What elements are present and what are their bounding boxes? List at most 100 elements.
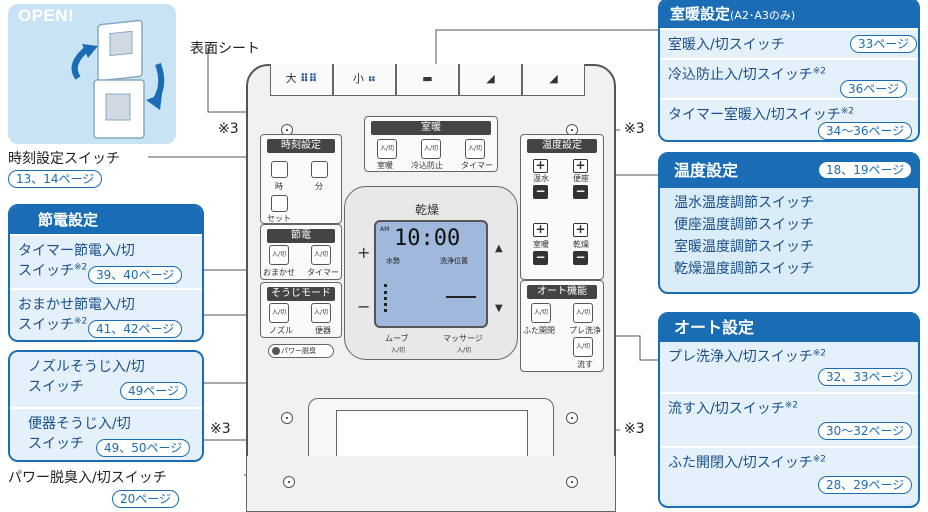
note3-label: ※3 bbox=[218, 121, 239, 137]
move-button[interactable]: ムーブ bbox=[385, 334, 409, 343]
auto-item: プレ洗浄入/切スイッチ※2 32、33ページ bbox=[660, 342, 918, 392]
timer-save-label: タイマー bbox=[307, 268, 339, 277]
seat-up-button[interactable]: + bbox=[573, 159, 588, 173]
clock-switch-pages[interactable]: 13、14ページ bbox=[8, 170, 103, 188]
room-heat-button[interactable]: 入/切 bbox=[377, 139, 397, 159]
auto-section: オート機能 入/切 入/切 ふた開閉 プレ洗浄 入/切 流す bbox=[520, 280, 604, 372]
item-label: タイマー節電入/切 bbox=[18, 243, 135, 259]
power-save-title: 節電設定 bbox=[10, 206, 202, 234]
room-heat-pages[interactable]: 33ページ bbox=[850, 35, 918, 53]
power-save-panel: 節電設定 タイマー節電入/切 スイッチ※2 39、40ページ おまかせ節電入/切… bbox=[8, 204, 204, 342]
omakase-button[interactable]: 入/切 bbox=[269, 245, 289, 265]
plus-button[interactable]: + bbox=[357, 243, 371, 262]
temp-item: 乾燥温度調節スイッチ bbox=[674, 261, 814, 277]
auto-pages[interactable]: 30～32ページ bbox=[818, 422, 913, 440]
clean-pages[interactable]: 49ページ bbox=[120, 382, 188, 400]
clean-panel: ノズルそうじ入/切 スイッチ 49ページ 便器そうじ入/切 スイッチ 49、50… bbox=[8, 350, 204, 462]
seat-down-button[interactable]: − bbox=[573, 185, 588, 199]
note-sup: ※2 bbox=[784, 400, 798, 411]
auto-pages[interactable]: 28、29ページ bbox=[818, 476, 913, 494]
auto-pages[interactable]: 32、33ページ bbox=[818, 368, 913, 386]
temp-set-section: 温度設定 + 温水 − + 便座 − + 室暖 − + 乾燥 − bbox=[520, 134, 604, 280]
position-level bbox=[446, 296, 476, 298]
power-save-section: 節電 入/切 入/切 おまかせ タイマー bbox=[260, 224, 342, 280]
power-deodor-pages[interactable]: 20ページ bbox=[112, 490, 180, 508]
nozzle-label: ノズル bbox=[269, 326, 293, 335]
power-deodor-button[interactable]: パワー脱臭 bbox=[268, 344, 334, 358]
up-button[interactable]: ▲ bbox=[495, 243, 503, 254]
set-button[interactable] bbox=[271, 195, 288, 212]
bowl-label: 便器 bbox=[315, 326, 331, 335]
lid-open-label: ふた開閉 bbox=[523, 326, 555, 335]
clean-pages[interactable]: 49、50ページ bbox=[96, 439, 191, 457]
bowl-clean-button[interactable]: 入/切 bbox=[311, 303, 331, 323]
note-sup: ※2 bbox=[840, 106, 854, 117]
minus-button[interactable]: − bbox=[357, 297, 371, 316]
clean-item: ノズルそうじ入/切 スイッチ 49ページ bbox=[10, 352, 202, 407]
item-label: ノズルそうじ入/切 bbox=[28, 359, 145, 375]
position-label: 洗浄位置 bbox=[440, 257, 468, 265]
temp-set-head: 温度設定 bbox=[527, 139, 597, 153]
warm-water-label: 温水 bbox=[533, 174, 549, 183]
flush-label: 流す bbox=[577, 360, 593, 369]
hour-label: 時 bbox=[275, 182, 283, 191]
note-sup: ※2 bbox=[812, 454, 826, 465]
set-label: セット bbox=[267, 214, 291, 223]
tab-bowl-2[interactable]: ◢ bbox=[459, 64, 522, 96]
timer-heat-button[interactable]: 入/切 bbox=[465, 139, 485, 159]
lid-open-button[interactable]: 入/切 bbox=[531, 303, 551, 323]
room-heat-pages[interactable]: 36ページ bbox=[840, 80, 908, 98]
cold-prevent-button[interactable]: 入/切 bbox=[421, 139, 441, 159]
temp-panel: 温度設定 18、19ページ 温水温度調節スイッチ 便座温度調節スイッチ 室暖温度… bbox=[658, 152, 920, 294]
timer-save-button[interactable]: 入/切 bbox=[311, 245, 331, 265]
massage-button[interactable]: マッサージ bbox=[443, 334, 483, 343]
auto-head: オート機能 bbox=[527, 285, 597, 299]
tab-small[interactable]: 小 ⠶ bbox=[333, 64, 396, 96]
base bbox=[246, 456, 616, 512]
room-heat-label: 室暖 bbox=[377, 161, 393, 170]
room-heat-section: 室暖 入/切 入/切 入/切 室暖 冷込防止 タイマー bbox=[364, 116, 498, 172]
temp-pages[interactable]: 18、19ページ bbox=[818, 161, 913, 179]
nozzle-clean-button[interactable]: 入/切 bbox=[269, 303, 289, 323]
dry-up-button[interactable]: + bbox=[573, 223, 588, 237]
power-save-pages[interactable]: 39、40ページ bbox=[88, 266, 183, 284]
tab-bowl-3[interactable]: ◢ bbox=[522, 64, 585, 96]
pre-wash-button[interactable]: 入/切 bbox=[573, 303, 593, 323]
warm-water-up-button[interactable]: + bbox=[533, 159, 548, 173]
pre-wash-label: プレ洗浄 bbox=[569, 326, 601, 335]
hour-button[interactable] bbox=[271, 161, 288, 178]
warm-water-down-button[interactable]: − bbox=[533, 185, 548, 199]
pressure-label: 水勢 bbox=[386, 257, 400, 265]
note-sup: ※2 bbox=[812, 66, 826, 77]
room-temp-label: 室暖 bbox=[533, 240, 549, 249]
room-heat-pages[interactable]: 34～36ページ bbox=[818, 122, 913, 140]
clock-time: 10:00 bbox=[394, 226, 461, 251]
down-button[interactable]: ▼ bbox=[495, 303, 503, 314]
power-save-pages[interactable]: 41、42ページ bbox=[88, 320, 183, 338]
item-label: スイッチ bbox=[28, 379, 84, 395]
tab-large[interactable]: 大 ⠿⠿ bbox=[270, 64, 333, 96]
temp-item: 室暖温度調節スイッチ bbox=[674, 239, 814, 255]
dry-button-label[interactable]: 乾燥 bbox=[415, 203, 440, 217]
power-deodor-label: パワー脱臭入/切スイッチ bbox=[8, 470, 167, 486]
screw-icon bbox=[566, 476, 578, 488]
tab-bowl-1[interactable]: ▬ bbox=[396, 64, 459, 96]
minute-button[interactable] bbox=[311, 161, 328, 178]
clean-item: 便器そうじ入/切 スイッチ 49、50ページ bbox=[10, 407, 202, 460]
note-sup: ※2 bbox=[812, 348, 826, 359]
power-save-item: おまかせ節電入/切 スイッチ※2 41、42ページ bbox=[10, 288, 202, 340]
clean-mode-section: そうじモード 入/切 入/切 ノズル 便器 bbox=[260, 282, 342, 338]
item-label: プレ洗浄入/切スイッチ bbox=[668, 349, 813, 365]
item-label: タイマー室暖入/切スイッチ bbox=[668, 107, 841, 123]
room-heat-head: 室暖 bbox=[371, 121, 491, 135]
screw-icon bbox=[281, 412, 293, 424]
room-temp-down-button[interactable]: − bbox=[533, 251, 548, 265]
auto-panel: オート設定 プレ洗浄入/切スイッチ※2 32、33ページ 流す入/切スイッチ※2… bbox=[658, 312, 920, 508]
note-sup: ※2 bbox=[74, 316, 88, 327]
room-temp-up-button[interactable]: + bbox=[533, 223, 548, 237]
item-label: 冷込防止入/切スイッチ bbox=[668, 67, 813, 83]
seat-label: 便座 bbox=[573, 174, 589, 183]
dry-down-button[interactable]: − bbox=[573, 251, 588, 265]
flush-button[interactable]: 入/切 bbox=[573, 337, 593, 357]
item-label: 便器そうじ入/切 bbox=[28, 416, 131, 432]
